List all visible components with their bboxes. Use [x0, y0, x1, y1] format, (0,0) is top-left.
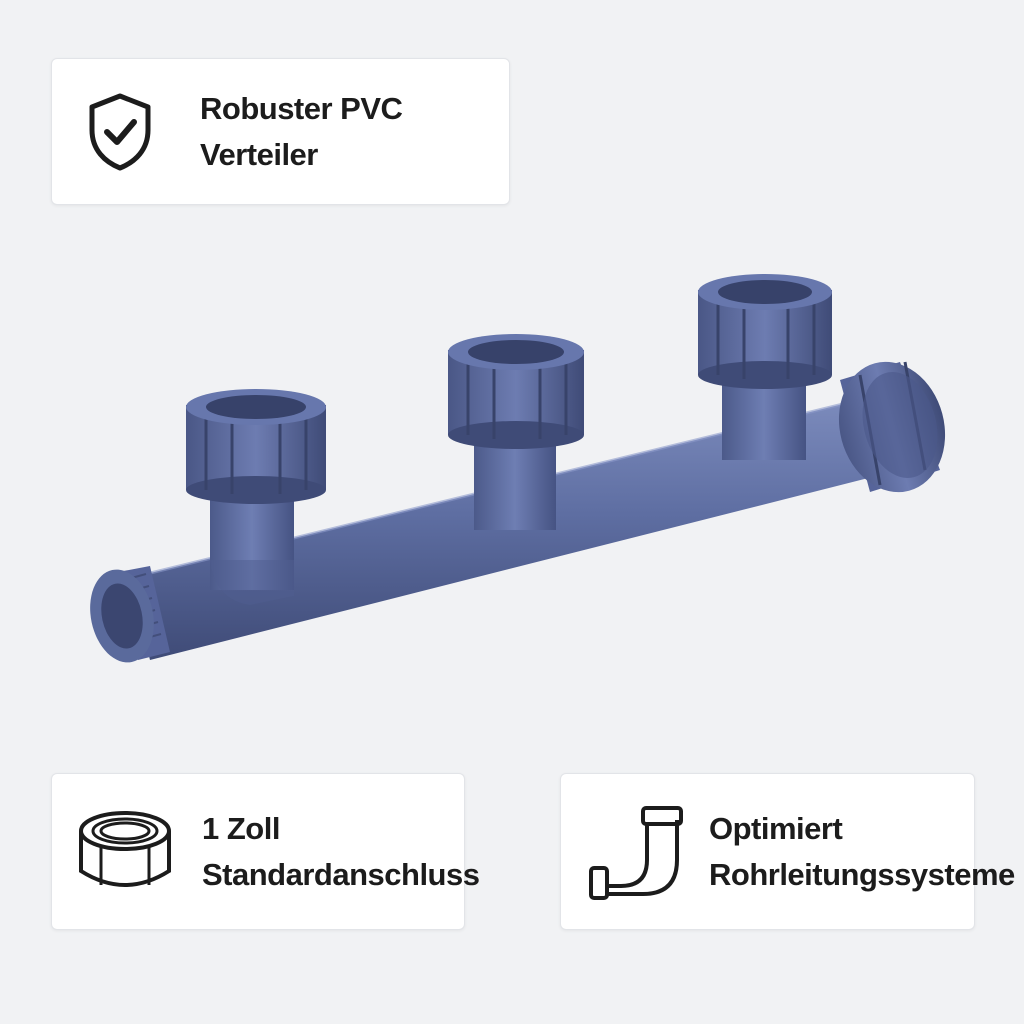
feature-line-1: Optimiert	[709, 810, 843, 846]
feature-text: 1 Zoll Standardanschluss	[202, 806, 480, 898]
feature-card-robust: Robuster PVC Verteiler	[51, 58, 510, 205]
left-threaded-end	[90, 566, 170, 663]
feature-line-2: Standardanschluss	[202, 856, 480, 892]
feature-line-1: Robuster PVC	[200, 90, 403, 126]
right-union-nut	[838, 361, 946, 493]
pvc-manifold-image	[90, 274, 946, 663]
pipe-elbow-icon	[581, 802, 693, 902]
outlet-nut-1	[186, 389, 326, 504]
feature-card-systems: Optimiert Rohrleitungssysteme	[560, 773, 1015, 930]
outlet-nut-2	[448, 334, 584, 449]
shield-check-icon	[80, 92, 160, 172]
feature-line-2: Verteiler	[200, 136, 318, 172]
feature-line-2: Rohrleitungssysteme	[709, 856, 1015, 892]
feature-card-connection: 1 Zoll Standardanschluss	[51, 773, 480, 930]
feature-text: Robuster PVC Verteiler	[200, 86, 403, 178]
outlet-nut-3	[698, 274, 832, 389]
threaded-nut-icon	[70, 807, 180, 897]
feature-line-1: 1 Zoll	[202, 810, 280, 846]
feature-text: Optimiert Rohrleitungssysteme	[709, 806, 1015, 898]
